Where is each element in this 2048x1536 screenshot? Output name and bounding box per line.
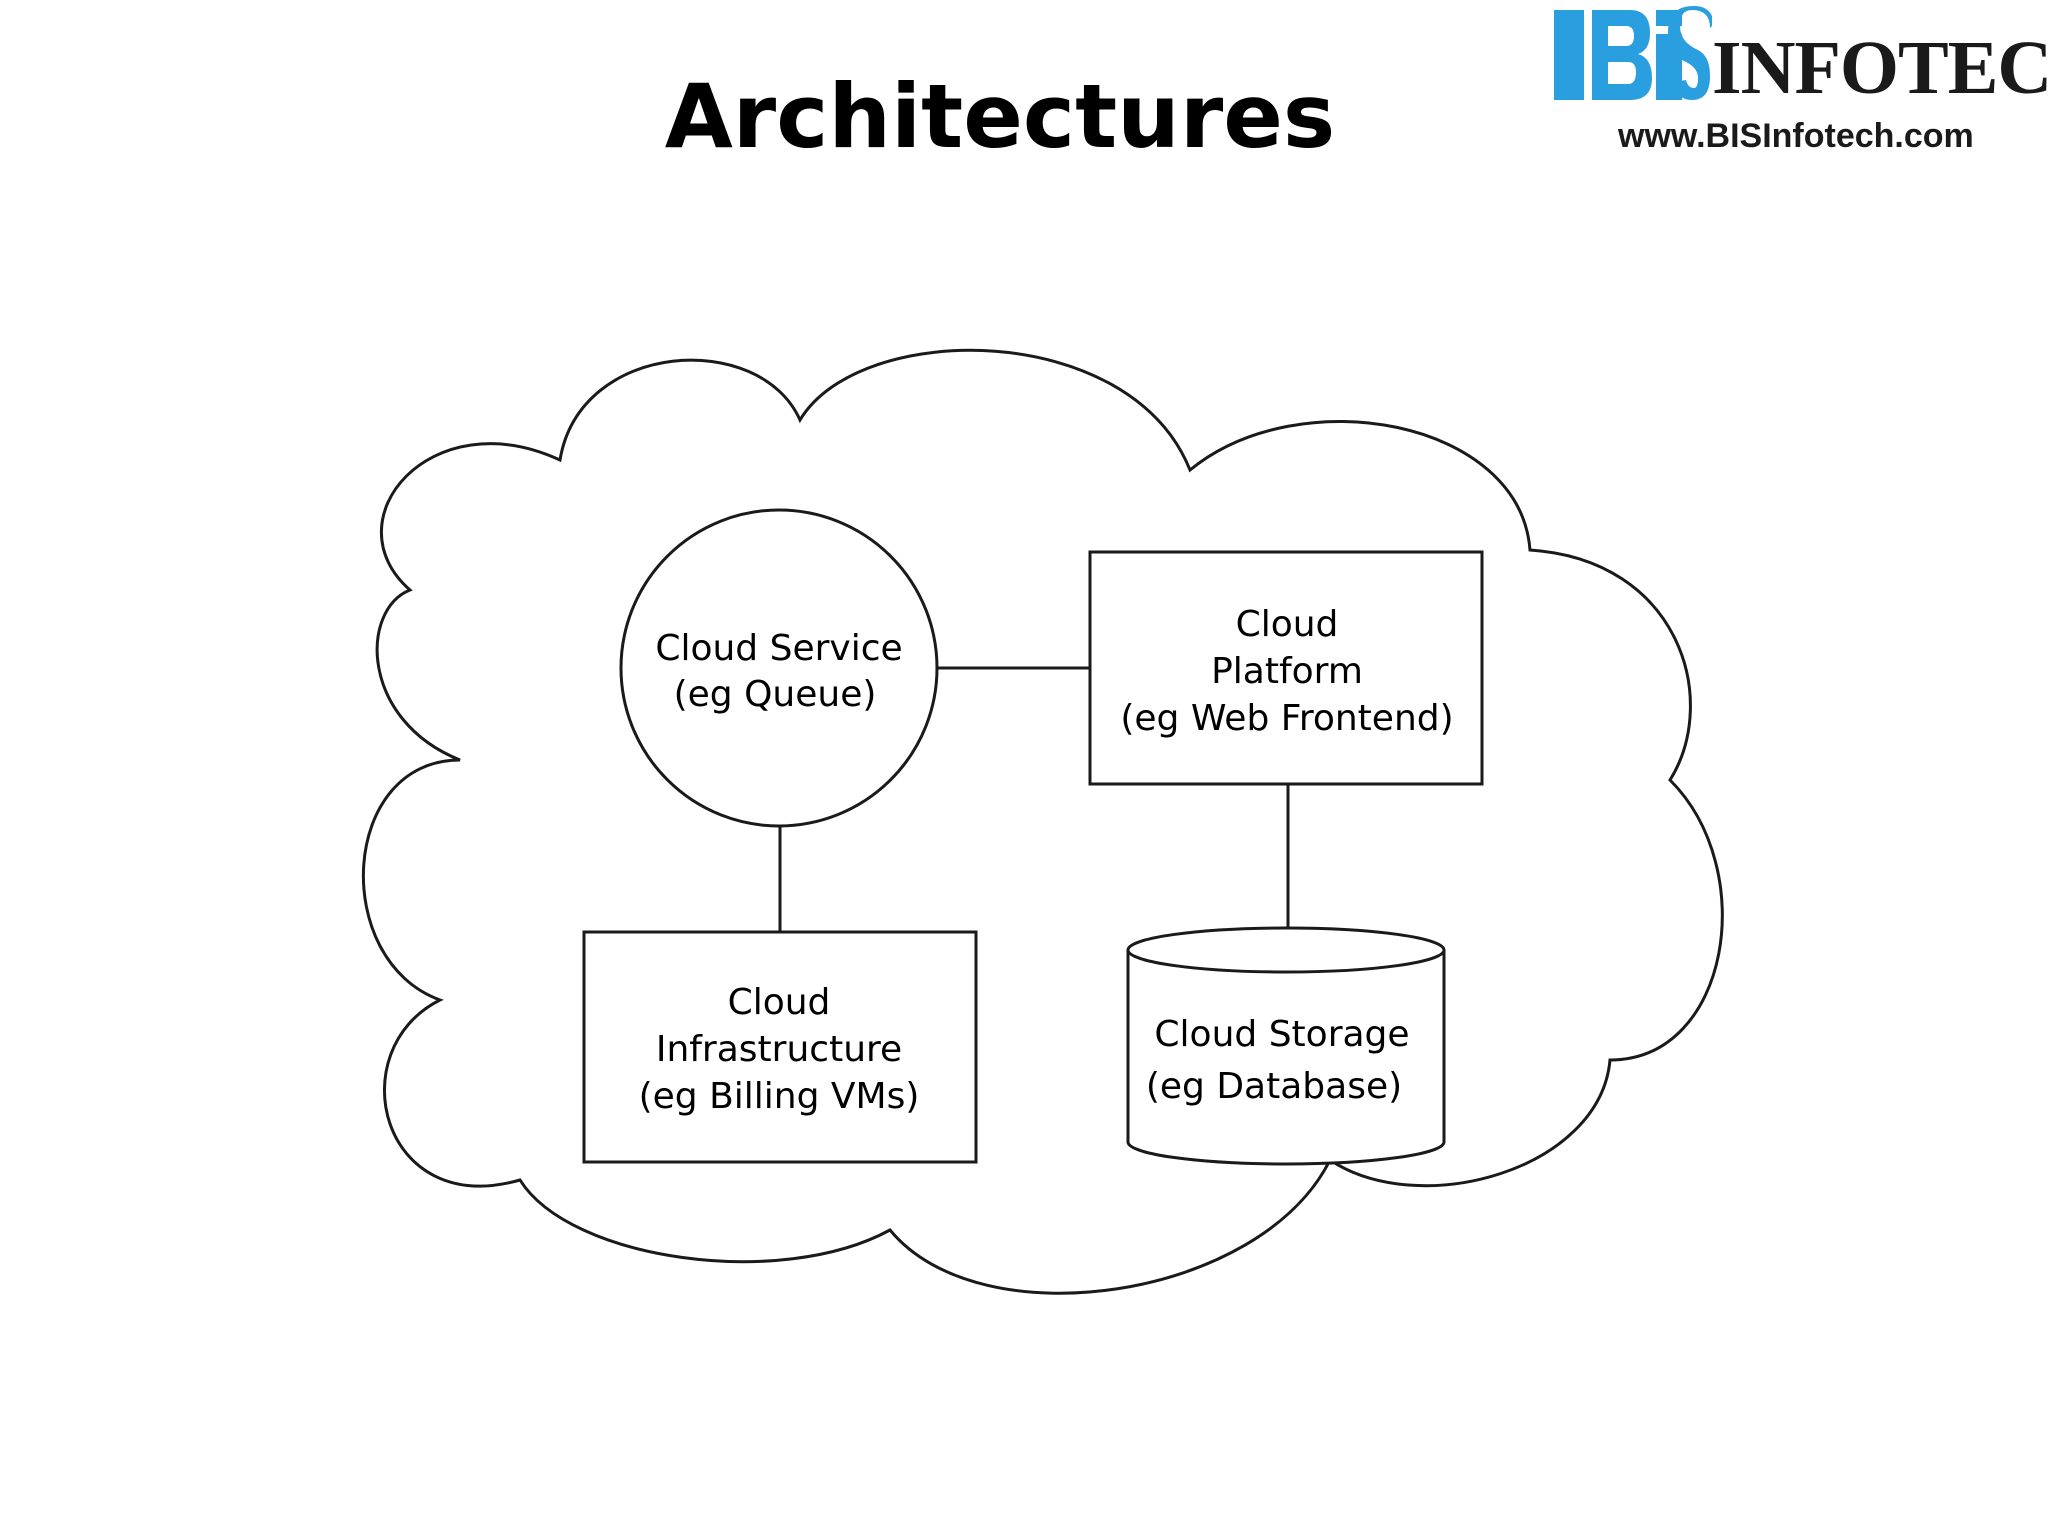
logo-wordmark: INFOTECH [1712, 26, 2048, 110]
node-cloud-storage[interactable]: Cloud Storage (eg Database) [1126, 926, 1446, 1166]
node-cloud-platform-line-3: (eg Web Frontend) [1120, 698, 1453, 739]
node-cloud-storage-line-1: Cloud Storage [1154, 1014, 1409, 1055]
node-cloud-platform-line-1: Cloud [1236, 604, 1339, 645]
node-cloud-infrastructure-line-2: Infrastructure [656, 1029, 902, 1070]
cloud-icon [361, 348, 1724, 1295]
node-cloud-infrastructure[interactable]: Cloud Infrastructure (eg Billing VMs) [582, 930, 978, 1164]
slide-title: Architectures [664, 65, 1336, 168]
node-cloud-infrastructure-line-3: (eg Billing VMs) [639, 1076, 920, 1117]
node-cloud-platform-line-2: Platform [1211, 651, 1363, 692]
node-cloud-infrastructure-line-1: Cloud [728, 982, 831, 1023]
node-cloud-platform[interactable]: Cloud Platform (eg Web Frontend) [1088, 550, 1484, 786]
company-logo: INFOTECH www.BISInfotech.com [1548, 0, 2048, 170]
node-cloud-service-line-2: (eg Queue) [674, 674, 877, 715]
bis-logo-icon [1554, 6, 1712, 100]
logo-url[interactable]: www.BISInfotech.com [1618, 117, 1974, 155]
node-cloud-service-line-1: Cloud Service [655, 628, 902, 669]
node-cloud-service[interactable]: Cloud Service (eg Queue) [619, 508, 939, 828]
node-cloud-storage-line-2: (eg Database) [1146, 1066, 1402, 1107]
